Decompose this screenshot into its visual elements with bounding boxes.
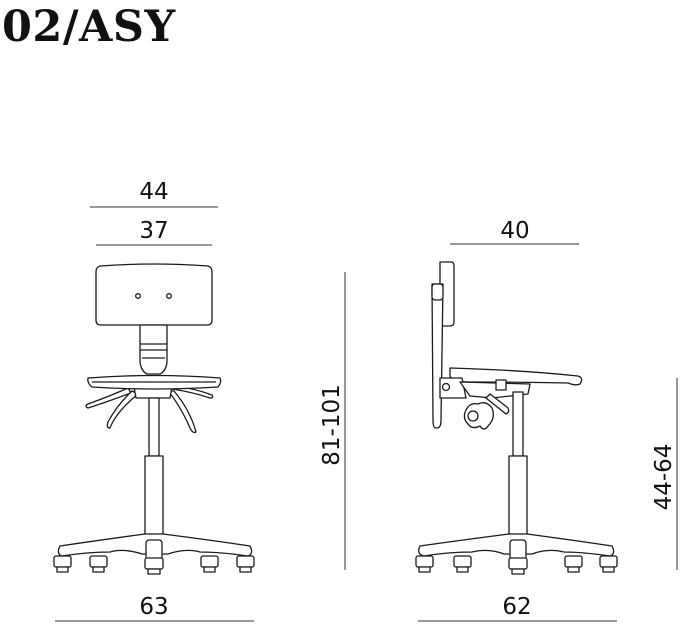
side-caster-3 (508, 557, 528, 570)
side-knob (463, 402, 494, 430)
side-caster-5 (599, 555, 618, 568)
side-view-chair (415, 261, 618, 575)
backrest-hole-left (135, 293, 141, 299)
backrest-hole-right (166, 293, 172, 299)
front-column-upper (148, 397, 160, 457)
side-column-upper (512, 391, 524, 457)
side-column-lower (508, 455, 528, 541)
front-lever-left-2 (106, 390, 139, 429)
side-base-hub (509, 539, 527, 561)
front-view-chair (53, 263, 255, 575)
front-caster-2 (89, 555, 108, 568)
front-caster-4 (200, 555, 219, 568)
dim-label-side-top: 40 (500, 218, 529, 244)
front-column-lower (144, 455, 164, 541)
dim-label-front-back: 37 (139, 218, 168, 244)
front-caster-1 (53, 555, 72, 568)
dim-label-seat-height: 44-64 (651, 444, 677, 511)
side-caster-4 (564, 555, 583, 568)
dim-label-side-base: 62 (502, 594, 531, 620)
side-backrest (439, 261, 455, 327)
front-base-hub (145, 539, 163, 561)
front-backrest (95, 263, 213, 326)
side-lever (485, 393, 510, 415)
front-lever-right (167, 390, 197, 434)
dim-label-front-base: 63 (139, 594, 168, 620)
dim-label-front-top: 44 (139, 179, 168, 205)
front-lever-left (85, 387, 132, 409)
side-caster-2 (453, 555, 472, 568)
side-caster-1 (415, 555, 434, 568)
front-caster-3 (144, 557, 164, 570)
dim-label-height: 81-101 (319, 384, 345, 465)
model-title: 02/ASY (2, 2, 176, 52)
dimension-lines (55, 206, 678, 622)
front-caster-5 (236, 555, 255, 568)
side-back-support (431, 283, 444, 429)
